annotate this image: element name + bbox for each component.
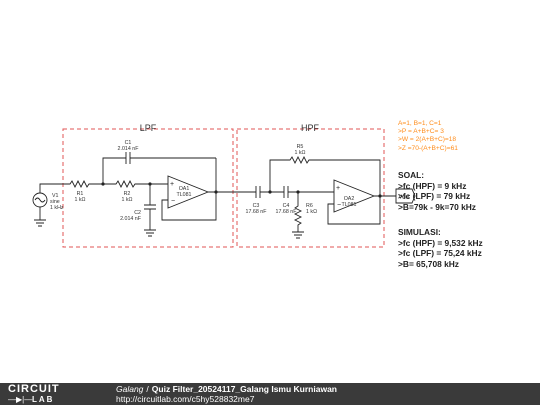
hpf-label: HPF [301,123,320,133]
r1-value: 1 kΩ [74,197,85,203]
note-line: A=1, B=1, C=1 [398,120,442,127]
note-line: >B=79k - 9k=70 kHz [398,201,476,212]
junction-dot [148,182,152,186]
c3-name: C3 [253,203,260,209]
project-url-link[interactable]: http://circuitlab.com/c5hy528832me7 [116,394,255,404]
junction-dot [296,190,300,194]
wire-node-c-up [269,159,286,192]
c4-capacitor-symbol [281,186,334,198]
hpf-block-outline [236,128,385,248]
circuitlab-logo[interactable]: CIRCUIT —▶|— LAB [8,383,92,405]
v1-name: V1 [52,193,59,199]
v1-type: sine [50,199,60,205]
oa1-opamp-symbol [167,175,210,209]
wire-oa1-inv-feedback [161,192,217,221]
oa2-plus-sign: + [336,185,340,192]
r6-value: 1 kΩ [306,209,317,215]
c2-capacitor-symbol [144,204,156,230]
project-title: Galang/Quiz Filter_20524117_Galang Ismu … [116,384,337,394]
lpf-block-outline [62,128,234,248]
oa2-opamp-symbol [333,179,376,213]
ground-icon-r6 [292,231,304,239]
wire-oa2-inv-feedback [327,196,381,225]
ground-icon-v1 [34,219,46,227]
note-line: SIMULASI: [398,227,441,237]
junction-dot [214,190,218,194]
r5-resistor-symbol [286,155,381,196]
wire-node-a-up [102,157,121,184]
note-line: >W = 2(A+B+C)=18 [398,136,457,144]
note-line: >fc (HPF) = 9,532 kHz [398,237,483,248]
logo-text-bottom: LAB [32,395,55,404]
r2-resistor-symbol [112,179,140,189]
junction-dot [378,194,382,198]
c1-name: C1 [125,140,132,146]
note-line: >fc (LPF) = 79 kHz [398,191,471,201]
r5-name: R5 [297,144,304,150]
c2-value: 2.014 nF [120,216,142,222]
wire-v1-top [39,183,65,193]
vout-tag-shape [395,188,416,204]
c1-value: 2.014 nF [118,146,140,152]
r6-resistor-symbol [293,192,303,232]
soal-notes: SOAL: >fc (HPF) = 9 kHz >fc (LPF) = 79 k… [398,170,476,212]
c4-name: C4 [283,203,290,209]
c1-capacitor-symbol [121,152,216,164]
note-line: >B= 65,708 kHz [398,258,459,269]
note-line: >P = A+B+C= 3 [398,128,444,136]
project-name: Quiz Filter_20524117_Galang Ismu Kurniaw… [151,384,337,394]
r1-name: R1 [77,191,84,197]
junction-dot [101,182,105,186]
oa2-part: TL081 [341,202,356,208]
v1-value: 1 kHz [50,205,64,211]
c2-name: C2 [134,210,141,216]
oa1-plus-sign: + [170,181,174,188]
title-separator: / [146,384,149,394]
c3-capacitor-symbol [252,186,281,198]
footer-bar: CIRCUIT —▶|— LAB Galang/Quiz Filter_2052… [0,383,540,405]
oa1-name: OA1 [179,186,190,192]
junction-dot [268,190,272,194]
logo-text-top: CIRCUIT [8,383,60,395]
v1-sine-icon [34,197,46,203]
lpf-label: LPF [140,123,157,133]
r2-value: 1 kΩ [121,197,132,203]
author-link[interactable]: Galang [116,384,144,394]
vout-label: Vout [398,195,409,201]
circuit-schematic: LPF HPF [32,123,416,248]
oa2-minus-sign: − [337,202,341,209]
c3-value: 17.68 nF [246,209,268,215]
oa1-minus-sign: − [171,198,175,205]
r2-name: R2 [124,191,131,197]
parameter-notes: A=1, B=1, C=1 >P = A+B+C= 3 >W = 2(A+B+C… [398,120,458,153]
r1-resistor-symbol [65,179,92,189]
oa1-part: TL081 [176,192,191,198]
c4-value: 17.68 nF [276,209,298,215]
simulasi-notes: SIMULASI: >fc (HPF) = 9,532 kHz >fc (LPF… [398,227,483,269]
logo-diode-icon: —▶|— [8,395,33,404]
r5-value: 1 kΩ [294,150,305,156]
oa2-name: OA2 [344,196,355,202]
ground-icon-c2 [144,229,156,237]
note-line: >Z =70-(A+B+C)=61 [398,144,458,152]
r6-name: R6 [306,203,313,209]
note-line: >fc (LPF) = 75,24 kHz [398,248,482,258]
note-line: >fc (HPF) = 9 kHz [398,180,467,191]
note-line: SOAL: [398,170,425,180]
